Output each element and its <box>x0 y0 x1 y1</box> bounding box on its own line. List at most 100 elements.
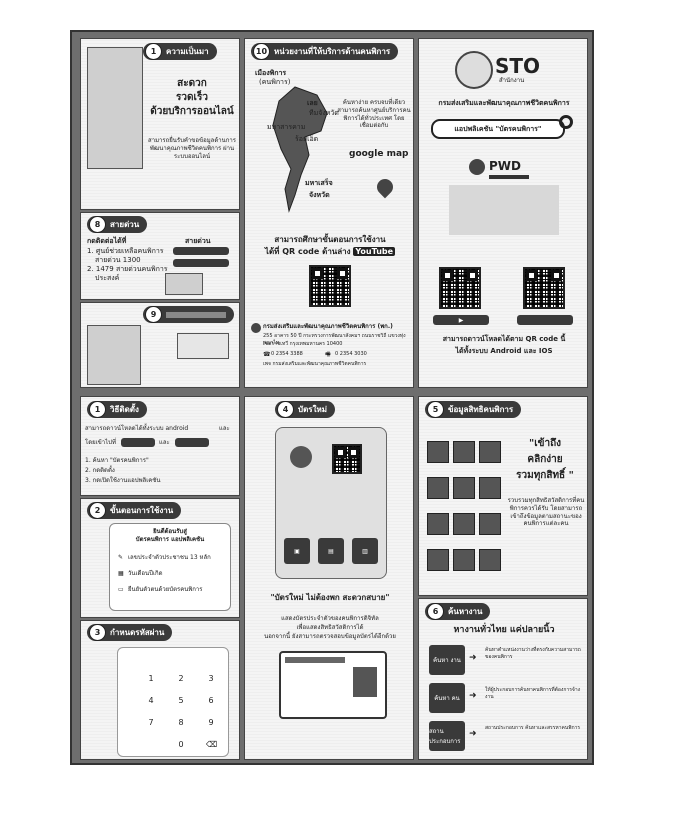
org-address-1: 255 อาคาร 50 ปี กระทรวงการพัฒนาสังคมฯ ถน… <box>263 333 406 346</box>
youtube-qr-code <box>309 265 351 307</box>
section-number: 5 <box>427 401 444 418</box>
card-button-2[interactable]: ▤ <box>318 538 344 564</box>
find-job-desc: ค้นหาตำแหน่งงานว่างที่ตรงกับความสามารถขอ… <box>485 647 581 660</box>
disability-id-card <box>279 651 387 719</box>
login-app-name: บัตรคนพิการ แอปพลิเคชัน <box>135 536 205 543</box>
arrow-right-icon: ➜ <box>469 691 477 701</box>
login-id-field[interactable]: เลขประจำตัวประชาชน 13 หลัก <box>128 554 211 561</box>
id-icon: ✎ <box>118 554 124 561</box>
card-icon: ▭ <box>118 586 124 593</box>
card-header-bar <box>285 657 345 663</box>
login-card: ยินดีต้อนรับสู่ บัตรคนพิการ แอปพลิเคชัน … <box>109 523 231 611</box>
document-thumbnail <box>87 325 141 385</box>
rights-category-7[interactable] <box>427 513 449 535</box>
section-number: 9 <box>145 306 162 323</box>
install-line-2-and: และ <box>159 439 170 446</box>
website-screenshot <box>87 47 143 169</box>
digital-card-desc-1: แสดงบัตรประจำตัวของคนพิการดิจิทัล <box>281 615 379 622</box>
keypad-key-3[interactable]: 3 <box>208 674 214 683</box>
find-job-button[interactable]: ค้นหา งาน <box>429 645 465 675</box>
rights-quote-1: "เข้าถึง <box>528 438 562 449</box>
keypad-key-4[interactable]: 4 <box>148 696 154 705</box>
people-illustration <box>449 185 559 235</box>
department-name: กรมส่งเสริมและพัฒนาคุณภาพชีวิตคนพิการ <box>438 99 570 107</box>
jobs-headline: หางานทั่วไทย แค่ปลายนิ้ว <box>453 625 555 635</box>
section-title: ข้อมูลสิทธิคนพิการ <box>448 405 514 414</box>
keypad-key-1[interactable]: 1 <box>148 674 154 683</box>
section-number: 2 <box>89 502 106 519</box>
google-play-store-badge[interactable] <box>121 438 155 447</box>
panel-install: 1 วิธีติดตั้ง สามารถดาวน์โหลดได้ทั้งระบบ… <box>80 396 240 496</box>
card-qr-code <box>332 444 362 474</box>
section-number: 8 <box>89 216 106 233</box>
rights-category-11[interactable] <box>453 549 475 571</box>
card-button-3[interactable]: ▥ <box>352 538 378 564</box>
org-name: กรมส่งเสริมและพัฒนาคุณภาพชีวิตคนพิการ (พ… <box>263 323 393 330</box>
panel-9-image <box>177 333 229 359</box>
rights-category-4[interactable] <box>427 477 449 499</box>
keypad-key-6[interactable]: 6 <box>208 696 214 705</box>
panel-9: 9 <box>80 302 240 388</box>
section-pill-passcode: 3 กำหนดรหัสผ่าน <box>87 624 173 641</box>
card-button-1[interactable]: ▣ <box>284 538 310 564</box>
panel-passcode: 3 กำหนดรหัสผ่าน 1 2 3 4 5 6 7 8 9 0 ⌫ <box>80 620 240 760</box>
keypad-key-9[interactable]: 9 <box>208 718 214 727</box>
install-line-1: สามารถดาวน์โหลดได้ทั้งระบบ android <box>85 425 189 432</box>
pwd-logo-text: PWD <box>489 159 521 173</box>
org-tel-1: 0 2354 3388 <box>271 351 303 357</box>
app-store-badge[interactable] <box>517 315 573 325</box>
hotline-head: กดติดต่อได้ที่ <box>87 237 127 245</box>
panel-jobs: 6 ค้นหางาน หางานทั่วไทย แค่ปลายนิ้ว ค้นห… <box>418 598 588 760</box>
section-number: 6 <box>427 603 444 620</box>
section-pill-about: 1 ความเป็นมา <box>143 43 217 60</box>
ios-qr-code <box>523 267 565 309</box>
app-search-box[interactable]: แอปพลิเคชัน "บัตรคนพิการ" <box>431 119 565 139</box>
find-people-desc: ให้ผู้ประกอบการค้นหาคนพิการที่ต้องการจ้า… <box>485 687 581 700</box>
keypad-key-7[interactable]: 7 <box>148 718 154 727</box>
keypad-key-2[interactable]: 2 <box>178 674 184 683</box>
keypad-delete-icon[interactable]: ⌫ <box>206 740 218 749</box>
find-people-button[interactable]: ค้นหา คน <box>429 683 465 713</box>
rights-category-10[interactable] <box>427 549 449 571</box>
rights-category-3[interactable] <box>479 441 501 463</box>
section-title: กำหนดรหัสผ่าน <box>110 628 165 637</box>
rights-category-2[interactable] <box>453 441 475 463</box>
employer-button[interactable]: สถานประกอบการ <box>429 721 465 751</box>
org-address-2: เขตราชเทวี กรุงเทพมหานคร 10400 <box>263 341 343 347</box>
section-pill-install: 1 วิธีติดตั้ง <box>87 401 147 418</box>
keypad-key-8[interactable]: 8 <box>178 718 184 727</box>
keypad-key-0[interactable]: 0 <box>178 740 184 749</box>
brochure-sheet: 1 ความเป็นมา สะดวก รวดเร็ว ด้วยบริการออน… <box>70 30 594 765</box>
sto-logo-subtitle: สำนักงาน <box>499 77 525 84</box>
download-text-2: ได้ทั้งระบบ Android และ IOS <box>455 347 553 355</box>
apple-store-badge[interactable] <box>175 438 209 447</box>
google-play-badge[interactable]: ▶ <box>433 315 489 325</box>
card-photo <box>353 667 377 697</box>
rights-quote-2: คลิกง่าย <box>527 454 563 465</box>
user-avatar <box>290 446 312 468</box>
rights-quote-3: รวมทุกสิทธิ์ " <box>516 470 574 481</box>
phone-mockup: ▣ ▤ ▥ <box>275 427 387 579</box>
rights-category-8[interactable] <box>453 513 475 535</box>
rights-category-6[interactable] <box>479 477 501 499</box>
keypad-key-5[interactable]: 5 <box>178 696 184 705</box>
rights-category-12[interactable] <box>479 549 501 571</box>
rights-description: รวบรวมทุกสิทธิสวัสดิการที่คนพิการควรได้ร… <box>507 497 585 528</box>
section-number: 4 <box>277 401 294 418</box>
login-verify-field[interactable]: ยืนยันตัวตนด้วยบัตรคนพิการ <box>128 586 203 593</box>
section-title: บัตรใหม่ <box>298 405 328 414</box>
install-step-2: 2. กดติดตั้ง <box>85 467 115 474</box>
keypad: 1 2 3 4 5 6 7 8 9 0 ⌫ <box>117 647 229 757</box>
section-number: 1 <box>145 43 162 60</box>
map-pin-icon <box>373 175 397 199</box>
rights-category-9[interactable] <box>479 513 501 535</box>
section-pill-agencies: 10 หน่วยงานที่ให้บริการด้านคนพิการ <box>251 43 399 60</box>
rights-category-5[interactable] <box>453 477 475 499</box>
qr-instruction-2: ได้ที่ QR code ด้านล่าง YouTube <box>249 247 411 257</box>
panel-about: 1 ความเป็นมา สะดวก รวดเร็ว ด้วยบริการออน… <box>80 38 240 210</box>
section-title: หน่วยงานที่ให้บริการด้านคนพิการ <box>274 47 391 56</box>
login-dob-field[interactable]: วันเดือนปีเกิด <box>128 570 163 577</box>
agency-description: ค้นหาง่าย ครบจบที่เดียว สามารถค้นหาศูนย์… <box>337 99 411 130</box>
rights-category-1[interactable] <box>427 441 449 463</box>
install-line-2: โดยเข้าไปที่ <box>85 439 116 446</box>
